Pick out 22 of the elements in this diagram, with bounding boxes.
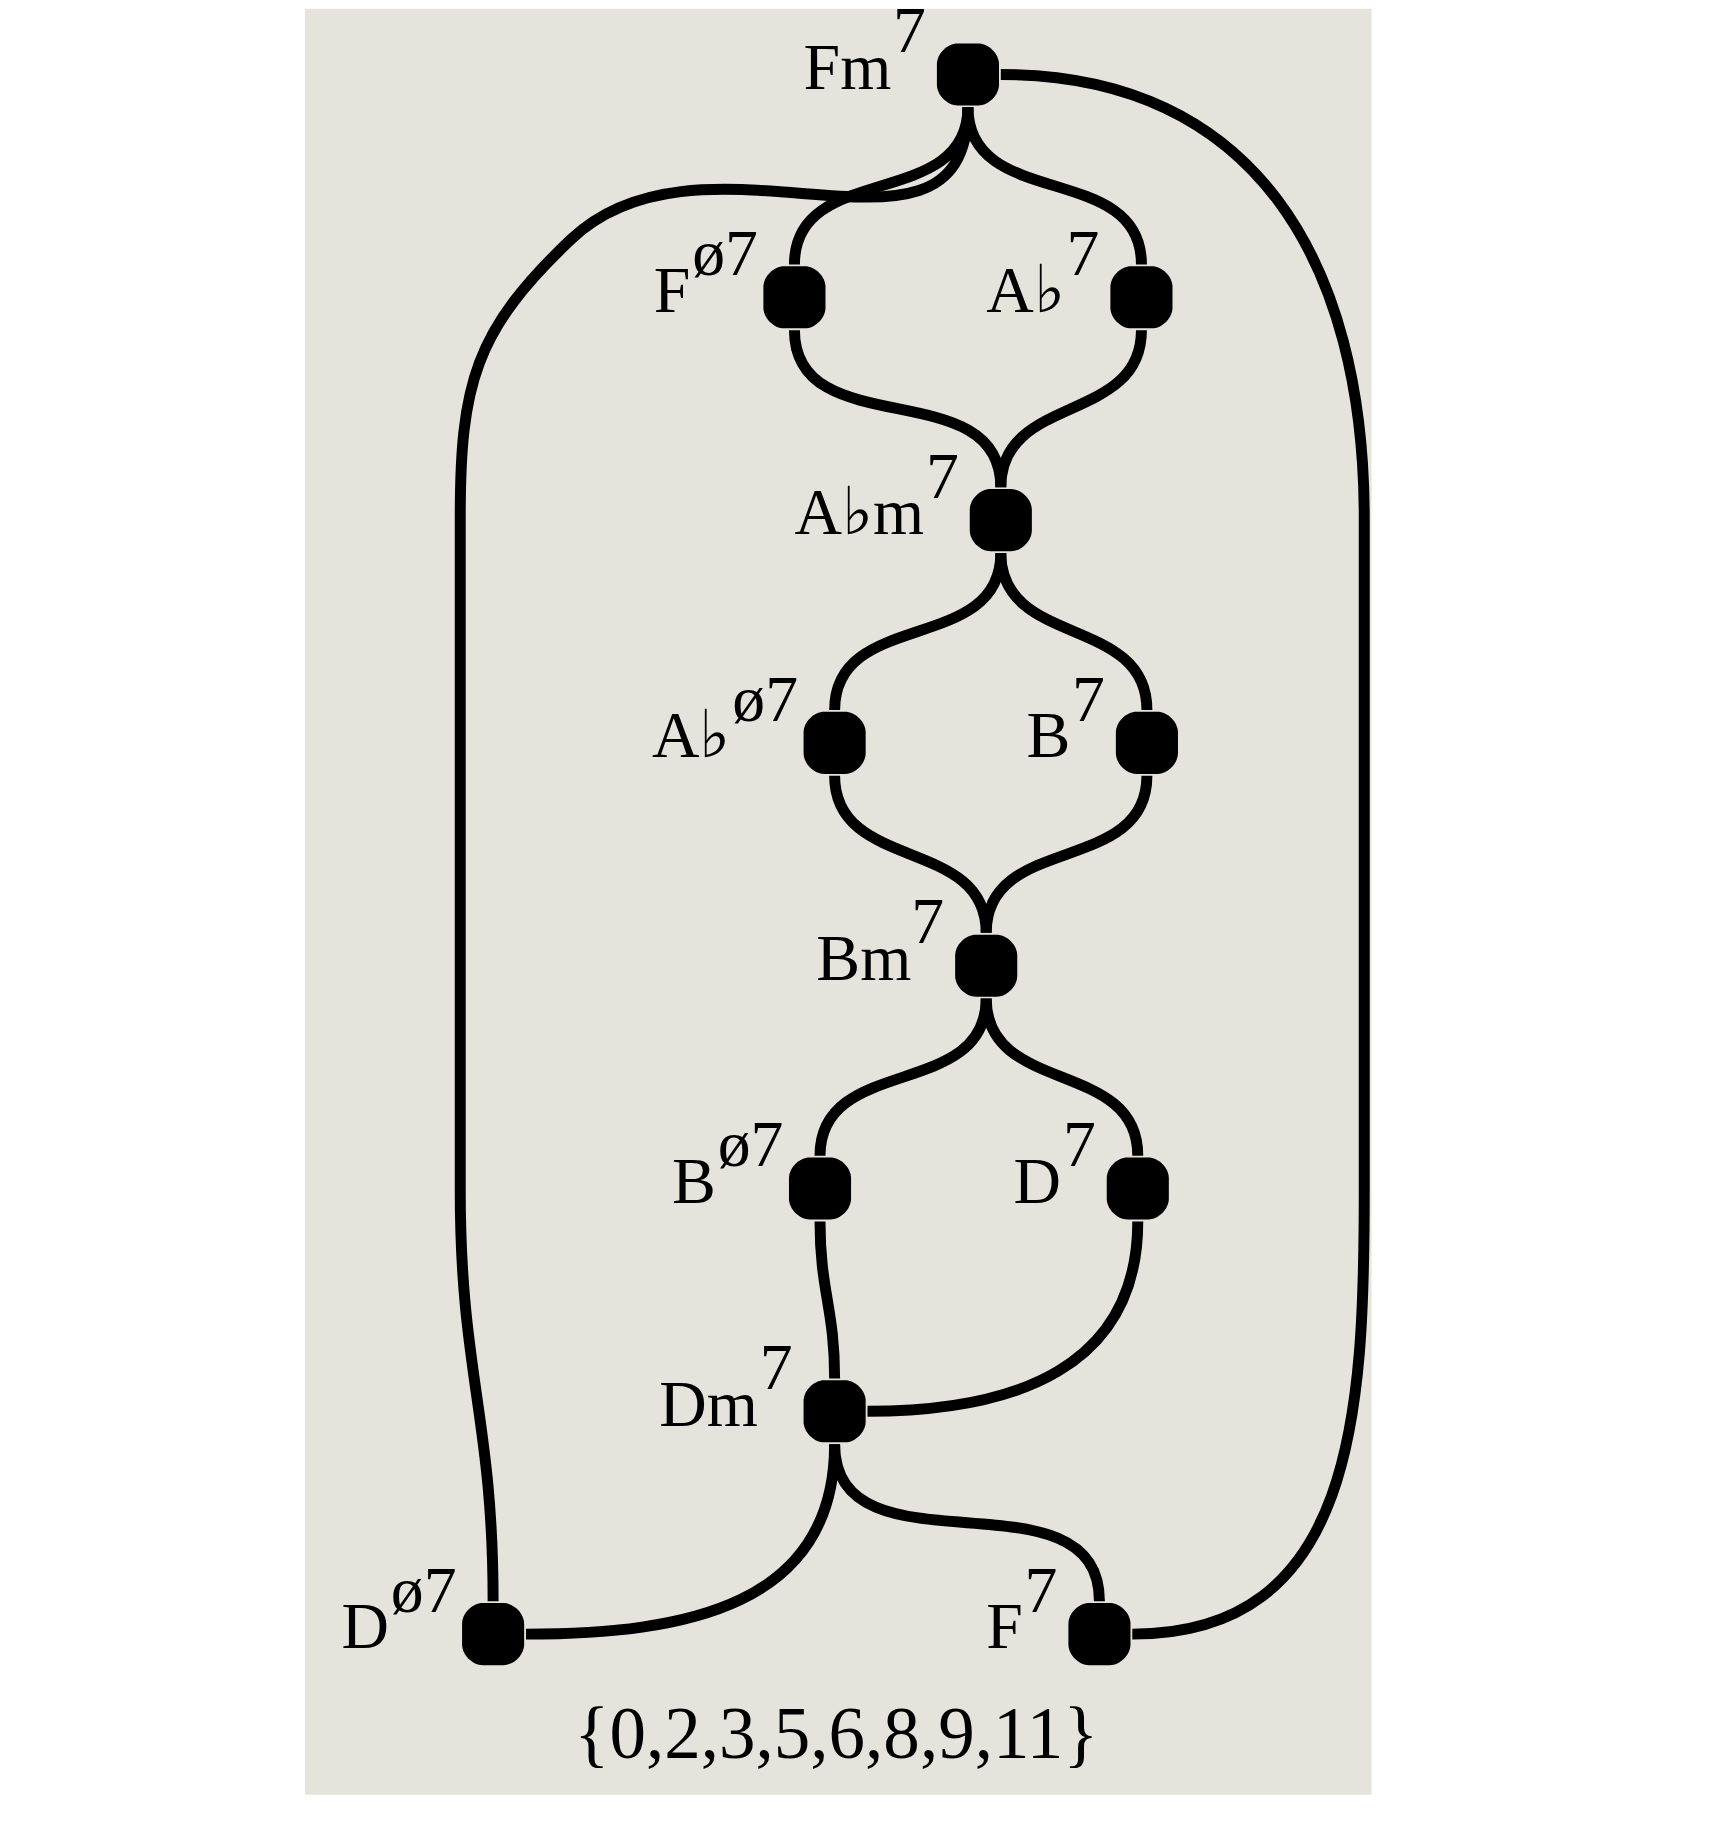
caption: {0,2,3,5,6,8,9,11}: [573, 1693, 1098, 1775]
node-circle: [461, 1603, 524, 1666]
node-circle: [803, 1380, 866, 1443]
node-circle: [1106, 1157, 1169, 1220]
connector: [454, 106, 973, 1602]
node-circle: [803, 711, 866, 774]
connector: [994, 329, 1147, 488]
node-circle: [954, 934, 1017, 997]
connector: [828, 1443, 1105, 1603]
node-circle: [1109, 266, 1172, 329]
node-circle: [969, 489, 1032, 552]
connector: [994, 552, 1152, 711]
connector: [866, 1220, 1143, 1417]
node-circle: [788, 1157, 851, 1220]
connector: [999, 69, 1370, 1640]
connector: [814, 1221, 840, 1379]
node-circle: [1115, 711, 1178, 774]
node-circle: [1067, 1603, 1130, 1666]
connector: [980, 997, 1143, 1157]
node-circle: [936, 43, 999, 106]
node-circle: [762, 266, 825, 329]
connector: [980, 775, 1152, 934]
